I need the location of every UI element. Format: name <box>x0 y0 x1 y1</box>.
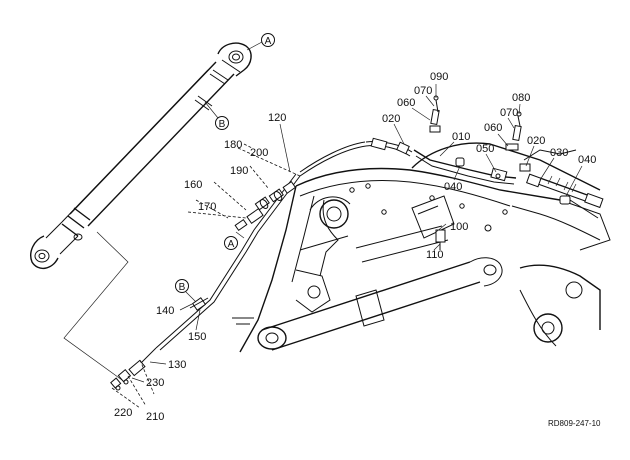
callout-040a: 040 <box>444 181 462 193</box>
reference-mark-a-mid: A <box>224 236 238 250</box>
leader-lines <box>131 84 583 383</box>
callout-100: 100 <box>450 221 468 233</box>
callout-230: 230 <box>146 377 164 389</box>
reference-mark-b-top: B <box>215 116 229 130</box>
callout-120: 120 <box>268 112 286 124</box>
fitting-cluster-upper <box>254 180 297 211</box>
callout-080: 080 <box>512 92 530 104</box>
lower-fitting-stack <box>110 347 157 391</box>
upper-hoses <box>365 95 604 250</box>
callout-010: 010 <box>452 131 470 143</box>
callout-060b: 060 <box>484 122 502 134</box>
reference-mark-a-top: A <box>261 33 275 47</box>
callout-190: 190 <box>230 165 248 177</box>
callout-110: 110 <box>426 249 444 261</box>
svg-text:B: B <box>179 282 186 293</box>
clamp-140 <box>189 297 209 311</box>
figure-code: RD809-247-10 <box>548 419 601 428</box>
boom-frame <box>232 142 611 353</box>
reference-mark-b-mid: B <box>175 279 189 293</box>
callout-020b: 020 <box>527 135 545 147</box>
callout-220: 220 <box>114 407 132 419</box>
callout-160: 160 <box>184 179 202 191</box>
callout-210: 210 <box>146 411 164 423</box>
callout-090: 090 <box>430 71 448 83</box>
svg-text:B: B <box>219 119 226 130</box>
fitting-cluster-lower <box>234 208 264 232</box>
hose-120 <box>155 141 367 351</box>
callout-070a: 070 <box>414 85 432 97</box>
callout-130: 130 <box>168 359 186 371</box>
callout-070b: 070 <box>500 107 518 119</box>
svg-text:A: A <box>228 239 235 250</box>
callout-020a: 020 <box>382 113 400 125</box>
callout-040b: 040 <box>578 154 596 166</box>
callout-050: 050 <box>476 143 494 155</box>
callout-180: 180 <box>224 139 242 151</box>
callout-060a: 060 <box>397 97 415 109</box>
callout-200: 200 <box>250 147 268 159</box>
callout-labels: 090 070 060 020 010 050 040 080 070 060 … <box>114 71 596 423</box>
long-cylinder <box>30 42 252 269</box>
svg-text:A: A <box>265 36 272 47</box>
callout-170: 170 <box>198 201 216 213</box>
callout-030: 030 <box>550 147 568 159</box>
callout-150: 150 <box>188 331 206 343</box>
callout-140: 140 <box>156 305 174 317</box>
